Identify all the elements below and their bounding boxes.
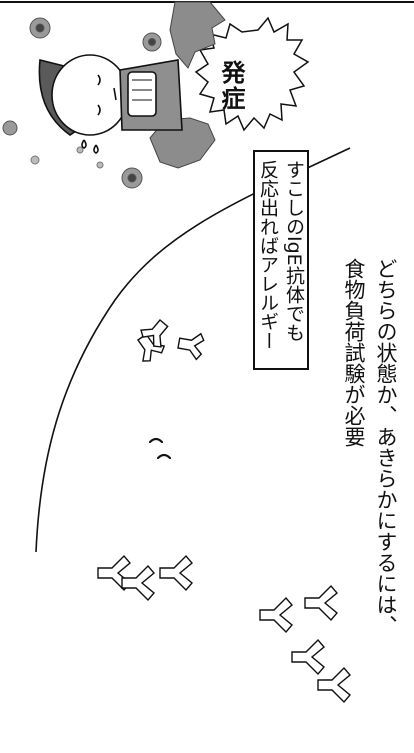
pollen-icon	[29, 17, 51, 39]
note-text: どちらの状態か、あきらかにするには、 食物負荷試験が必要	[330, 258, 400, 738]
antibody-icon	[137, 333, 166, 362]
antibody-icon	[177, 332, 205, 361]
speech-bubble	[194, 16, 310, 132]
antibody-icon	[140, 319, 169, 348]
sick-child-illustration	[38, 54, 183, 154]
bush-shape	[169, 1, 226, 69]
callout-line-2: 反応出ればアレルギー	[257, 160, 279, 350]
antibody-icon	[317, 666, 351, 704]
antibody-icon	[291, 638, 325, 676]
pollen-icon	[30, 146, 104, 169]
callout-box: すこしのIgE抗体でも 反応出ればアレルギー	[253, 150, 309, 370]
antibody-icon	[304, 584, 338, 622]
pollen-icon	[142, 32, 162, 52]
allergen-icon	[148, 437, 172, 460]
antibody-icon	[121, 564, 155, 602]
note-line-2: 食物負荷試験が必要	[342, 258, 366, 447]
callout-line-1: すこしのIgE抗体でも	[283, 160, 305, 342]
antibody-icon	[259, 596, 293, 634]
antibody-icon	[159, 554, 193, 592]
pollen-icon	[2, 120, 18, 136]
pollen-icon	[121, 167, 143, 189]
note-line-1: どちらの状態か、あきらかにするには、	[374, 258, 398, 636]
onset-label: 発症	[217, 60, 245, 112]
